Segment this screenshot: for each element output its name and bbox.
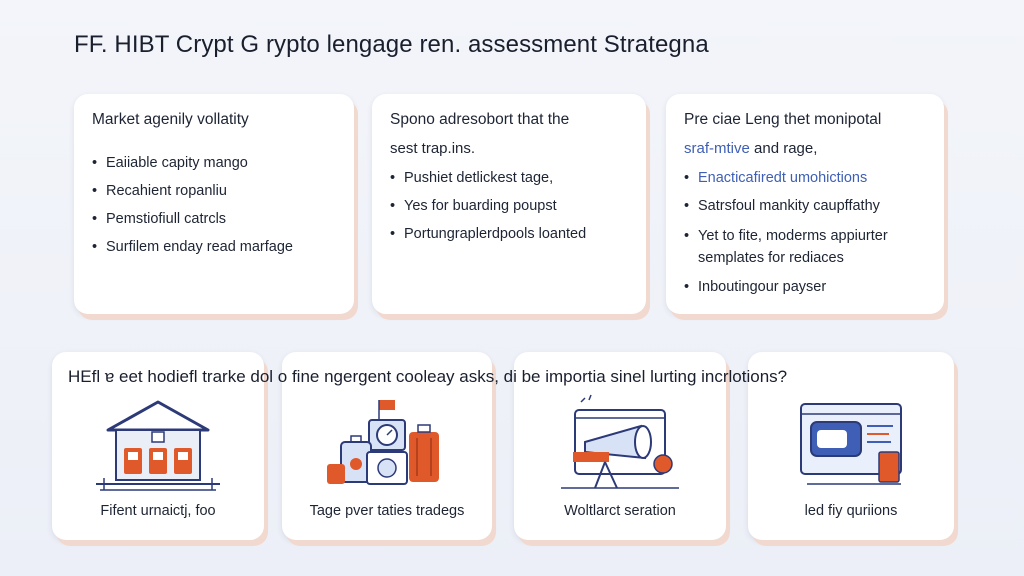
info-card-leverage: Pre ciae Leng thet monipotal sraf-mtive …	[666, 94, 944, 314]
list-item: Yet to fite, moderms appiurter semplates…	[684, 225, 926, 269]
list-item: Enacticafiredt umohictions	[684, 169, 926, 188]
info-card-market-volatility: Market agenily vollatity Eaiiable capity…	[74, 94, 354, 314]
illustration-card-bank: Fifent urnaictj, foo	[52, 352, 264, 540]
info-card-spono: Spono adresobort that the sest trap.ins.…	[372, 94, 646, 314]
card-subheading-accent: sraf-mtive	[684, 140, 750, 157]
bullet-list: Enacticafiredt umohictions Satrsfoul man…	[684, 169, 926, 297]
card-heading: Market agenily vollatity	[92, 111, 249, 128]
list-item: Yes for buarding poupst	[390, 197, 628, 216]
list-item: Portungraplerdpools loanted	[390, 225, 628, 244]
illustration-card-telescope: Woltlarct seration	[514, 352, 726, 540]
bullet-list: Eaiiable capity mango Recahient ropanliu…	[92, 154, 336, 257]
card-caption: Tage pver taties tradegs	[309, 503, 465, 519]
card-subheading: sest trap.ins.	[390, 140, 476, 157]
bullet-list: Pushiet detlickest tage, Yes for buardin…	[390, 169, 628, 244]
page-title: FF. HIBT Crypt G rypto lengage ren. asse…	[74, 31, 709, 58]
list-item: Satrsfoul mankity caupffathy	[684, 197, 926, 216]
list-item: Recahient ropanliu	[92, 182, 336, 201]
card-subheading-rest: and rage,	[749, 140, 818, 157]
illustration-card-window: led fiy quriions	[748, 352, 954, 540]
telescope-monitor-icon	[514, 392, 726, 502]
card-caption: Fifent urnaictj, foo	[100, 503, 216, 519]
card-caption: Woltlarct seration	[564, 503, 676, 519]
card-heading: Pre ciae Leng thet monipotal	[684, 111, 882, 128]
question-text: HEfl ɐ eet hodiefl trarke dol o fine nge…	[68, 367, 788, 386]
card-window-icon	[748, 392, 954, 502]
card-caption: led fiy quriions	[804, 503, 898, 519]
list-item: Pemstiofiull catrcls	[92, 210, 336, 229]
illustration-card-luggage: Tage pver taties tradegs	[282, 352, 492, 540]
list-item: Pushiet detlickest tage,	[390, 169, 628, 188]
list-item: Eaiiable capity mango	[92, 154, 336, 173]
list-item: Inboutingour payser	[684, 278, 926, 297]
card-subheading: sraf-mtive and rage,	[684, 139, 926, 159]
luggage-scale-icon	[282, 392, 492, 502]
list-item: Surfilem enday read marfage	[92, 238, 336, 257]
bank-building-icon	[52, 392, 264, 502]
card-heading: Spono adresobort that the	[390, 111, 570, 128]
